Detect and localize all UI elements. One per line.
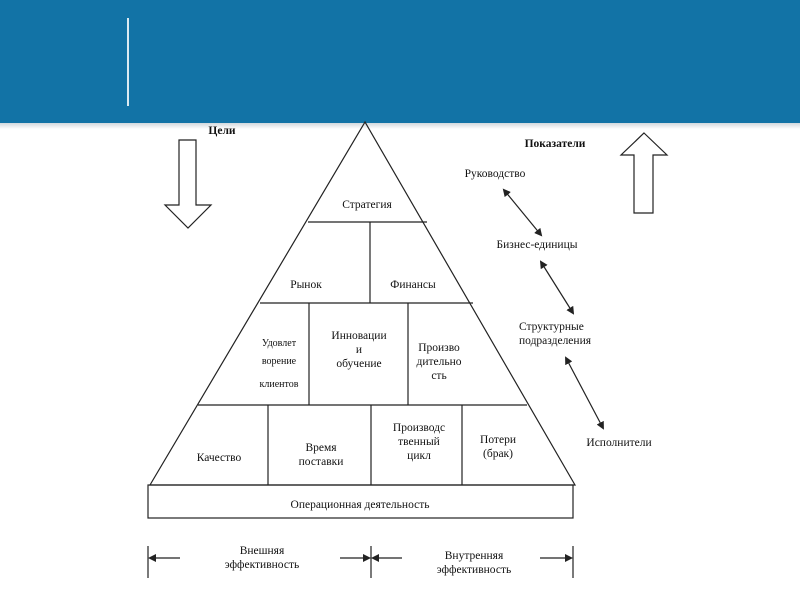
- production-cycle-line: твенный: [398, 436, 440, 448]
- innovation-line: и: [355, 344, 363, 356]
- external-efficiency-line: Внешняя: [239, 545, 285, 557]
- indicators-label: Показатели: [524, 138, 586, 150]
- customer-satisfaction-line: клиентов: [259, 379, 299, 390]
- customer-satisfaction-line: Удовлет: [261, 338, 297, 349]
- innovation-cell: Инновации и обучение: [331, 329, 386, 371]
- external-efficiency-line: эффективность: [224, 559, 300, 571]
- internal-efficiency-line: эффективность: [436, 564, 512, 576]
- operations-band: [147, 484, 574, 519]
- goals-down-arrow: [163, 139, 213, 229]
- production-cycle-cell: Производс твенный цикл: [393, 421, 445, 463]
- delivery-time-cell: Время поставки: [299, 441, 344, 469]
- productivity-line: сть: [431, 370, 447, 382]
- customer-satisfaction-cell: Удовлет ворение клиентов: [260, 337, 299, 391]
- losses-cell: Потери (брак): [480, 433, 516, 461]
- market-cell: Рынок: [290, 279, 322, 291]
- productivity-line: Произво: [418, 342, 460, 354]
- production-cycle-line: цикл: [407, 450, 431, 462]
- productivity-cell: Произво дительно сть: [416, 341, 461, 383]
- losses-line: (брак): [483, 448, 513, 460]
- arrow-business-structural: [539, 260, 575, 315]
- external-efficiency-label: Внешняя эффективность: [225, 544, 299, 572]
- internal-efficiency-line: Внутренняя: [444, 550, 504, 562]
- production-cycle-line: Производс: [392, 422, 446, 434]
- arrow-management-business: [502, 188, 543, 237]
- indicators-up-arrow: [619, 132, 669, 214]
- level-structural-units: Структурные подразделения: [519, 320, 591, 348]
- customer-satisfaction-line: ворение: [261, 356, 297, 367]
- quality-cell: Качество: [196, 452, 242, 464]
- header-divider: [127, 18, 129, 106]
- arrow-structural-executors: [565, 356, 604, 430]
- header-shadow: [0, 123, 800, 129]
- structural-units-line: подразделения: [519, 335, 592, 347]
- losses-line: Потери: [480, 434, 516, 446]
- level-business-units: Бизнес-единицы: [496, 239, 578, 251]
- level-executors: Исполнители: [586, 437, 652, 449]
- productivity-line: дительно: [416, 356, 462, 368]
- level-management: Руководство: [464, 168, 526, 180]
- finance-cell: Финансы: [390, 279, 436, 291]
- header-band: [0, 0, 800, 123]
- strategy-cell: Стратегия: [342, 199, 392, 211]
- innovation-line: обучение: [336, 358, 382, 370]
- goals-label: Цели: [208, 125, 236, 137]
- structural-units-line: Структурные: [519, 321, 584, 333]
- delivery-time-line: Время: [305, 442, 337, 454]
- innovation-line: Инновации: [331, 330, 387, 342]
- internal-efficiency-label: Внутренняя эффективность: [437, 549, 511, 577]
- delivery-time-line: поставки: [298, 456, 344, 468]
- operations-cell: Операционная деятельность: [290, 499, 430, 511]
